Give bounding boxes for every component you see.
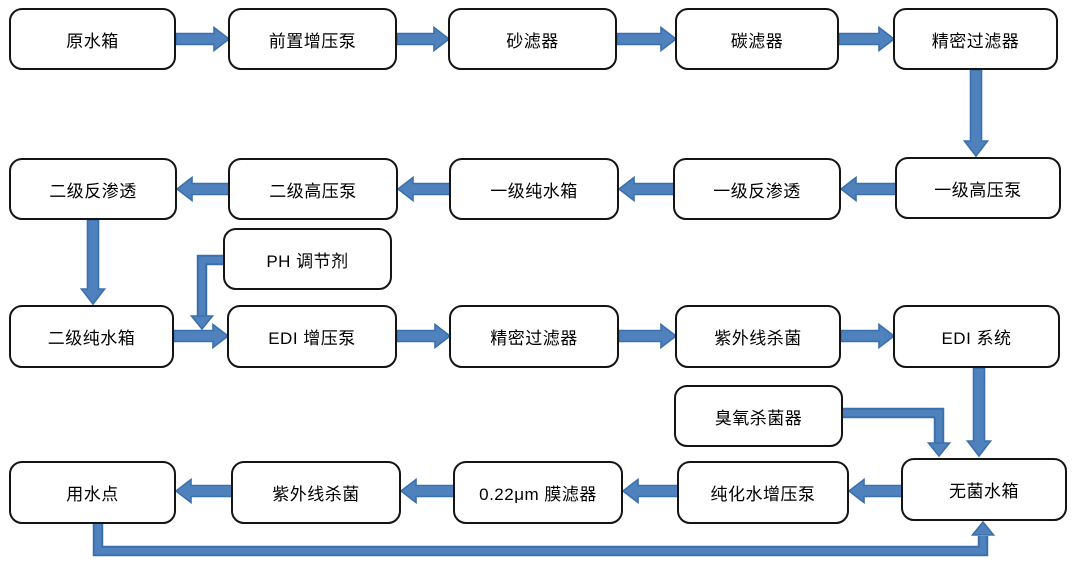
node-label: 前置增压泵 [268,31,357,51]
node-water-use-point: 用水点 [9,461,176,524]
node-ozone-sterilizer: 臭氧杀菌器 [674,385,843,447]
node-label: EDI 系统 [941,329,1012,348]
node-carbon-filter: 碳滤器 [675,8,839,70]
node-purified-water-booster-pump: 纯化水增压泵 [677,461,849,524]
node-uv-sterilizer-2: 紫外线杀菌 [231,461,401,524]
pipe-ph-to-edipump [189,254,225,331]
pipe-usepoint-return-line [92,522,989,557]
arrow-raw-to-prebooster [175,25,231,53]
node-label: PH 调节剂 [266,251,349,271]
pipe-usepoint-return-head [970,520,996,536]
node-label: 臭氧杀菌器 [714,408,803,428]
pipe-ozone-to-sterile-line [842,407,945,443]
node-label: 一级高压泵 [934,180,1022,200]
node-stage2-high-pressure-pump: 二级高压泵 [228,158,398,220]
node-precision-filter-1: 精密过滤器 [893,8,1058,70]
arrow-sand-to-carbon [616,25,678,53]
node-label: 二级高压泵 [269,181,357,201]
arrow-precision1-to-hp1 [962,69,990,158]
node-label: 纯化水增压泵 [710,485,816,504]
pipe-ozone-to-sterile [842,407,952,458]
node-sterile-water-tank: 无菌水箱 [901,458,1067,521]
node-label: 紫外线杀菌 [272,485,360,504]
arrow-membrane-to-uv2 [399,477,455,505]
arrow-tank1-to-hp2 [396,175,451,203]
node-label: 精密过滤器 [931,31,1020,51]
pipe-usepoint-return [92,520,996,557]
pipe-ph-to-edipump-line [198,256,225,316]
node-label: 用水点 [66,485,119,504]
arrow-ro1-to-tank1 [617,175,675,203]
arrow-edisys-to-sterile [965,367,993,458]
node-label: 原水箱 [66,31,119,51]
node-ph-adjuster: PH 调节剂 [223,228,392,290]
node-label: 二级纯水箱 [47,329,136,348]
arrow-sterile-to-purifpump [847,477,903,505]
arrow-edipump-to-precision2 [396,322,452,350]
node-pre-booster-pump: 前置增压泵 [228,8,397,70]
pipe-ozone-to-sterile-head [926,442,952,458]
node-label: 精密过滤器 [490,329,578,348]
node-label: 紫外线杀菌 [714,329,802,348]
arrow-uv1-to-edisys [840,322,896,350]
node-label: 二级反渗透 [49,181,137,201]
arrow-hp1-to-ro1 [839,175,897,203]
node-label: 一级纯水箱 [490,181,578,201]
node-label: EDI 增压泵 [268,329,356,348]
node-sand-filter: 砂滤器 [448,8,617,70]
node-stage1-ro: 一级反渗透 [673,158,841,220]
node-label: 砂滤器 [506,31,559,51]
node-label: 无菌水箱 [949,482,1019,501]
arrow-precision2-to-uv1 [618,322,678,350]
node-raw-water-tank: 原水箱 [9,8,176,70]
node-stage1-pure-water-tank: 一级纯水箱 [449,158,619,220]
node-stage2-ro: 二级反渗透 [9,158,177,220]
pipe-ph-to-edipump-head [189,315,215,331]
node-stage1-high-pressure-pump: 一级高压泵 [895,157,1061,219]
pipe-ph-to-edipump-line [196,254,225,316]
node-edi-system: EDI 系统 [893,305,1060,368]
arrow-tank2-to-edipump [173,322,230,350]
node-label: 碳滤器 [730,31,784,51]
node-uv-sterilizer-1: 紫外线杀菌 [675,305,841,368]
arrow-prebooster-to-sand [396,25,451,53]
arrow-hp2-to-ro2 [175,175,230,203]
arrow-purifpump-to-membrane [621,477,679,505]
arrow-carbon-to-precision1 [838,25,896,53]
node-precision-filter-2: 精密过滤器 [449,305,619,368]
node-label: 一级反渗透 [713,181,801,201]
node-label: 0.22μm 膜滤器 [479,485,597,504]
node-membrane-filter: 0.22μm 膜滤器 [453,461,623,524]
arrow-uv2-to-usepoint [174,477,233,505]
pipe-ozone-to-sterile-line [842,409,943,443]
node-edi-booster-pump: EDI 增压泵 [227,305,397,368]
arrow-ro2-to-tank2 [79,219,107,306]
pipe-usepoint-return-line [94,522,987,555]
node-stage2-pure-water-tank: 二级纯水箱 [9,305,174,368]
